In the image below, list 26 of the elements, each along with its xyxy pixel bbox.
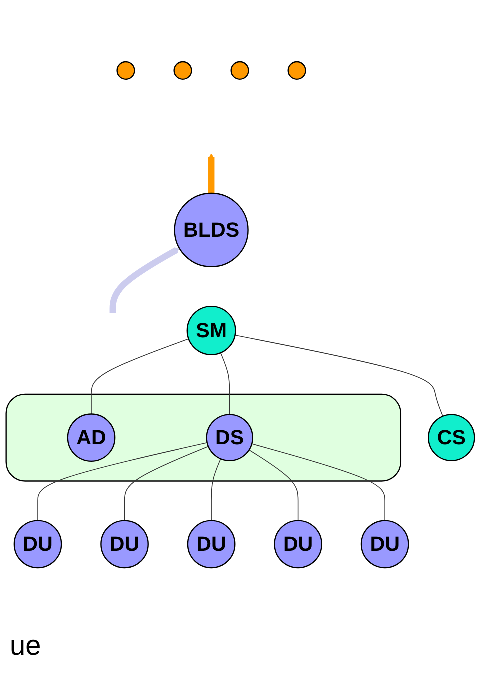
connector [110, 247, 180, 314]
connector [124, 446, 209, 522]
cluster [6, 394, 402, 482]
connector [208, 154, 216, 194]
node-circle: DU [14, 520, 62, 569]
node-circle: AD [67, 414, 116, 462]
connector [91, 338, 190, 415]
connector [211, 458, 222, 522]
node-circle: BLDS [174, 192, 249, 268]
connector [234, 334, 444, 417]
node-circle: DU [187, 520, 236, 569]
node-circle [174, 61, 192, 80]
node-circle: DU [274, 520, 322, 569]
node-circle: CS [428, 414, 476, 462]
connector [252, 444, 386, 522]
connector [220, 352, 230, 416]
connector [248, 450, 299, 522]
node-circle: DS [206, 414, 254, 462]
node-circle: SM [186, 306, 236, 356]
node-circle: DU [100, 520, 149, 569]
node-circle: DU [360, 520, 410, 569]
note-text: ue [10, 630, 42, 662]
connector [38, 442, 208, 522]
node-circle [230, 61, 250, 80]
node-circle [116, 61, 136, 80]
node-circle [288, 61, 306, 80]
